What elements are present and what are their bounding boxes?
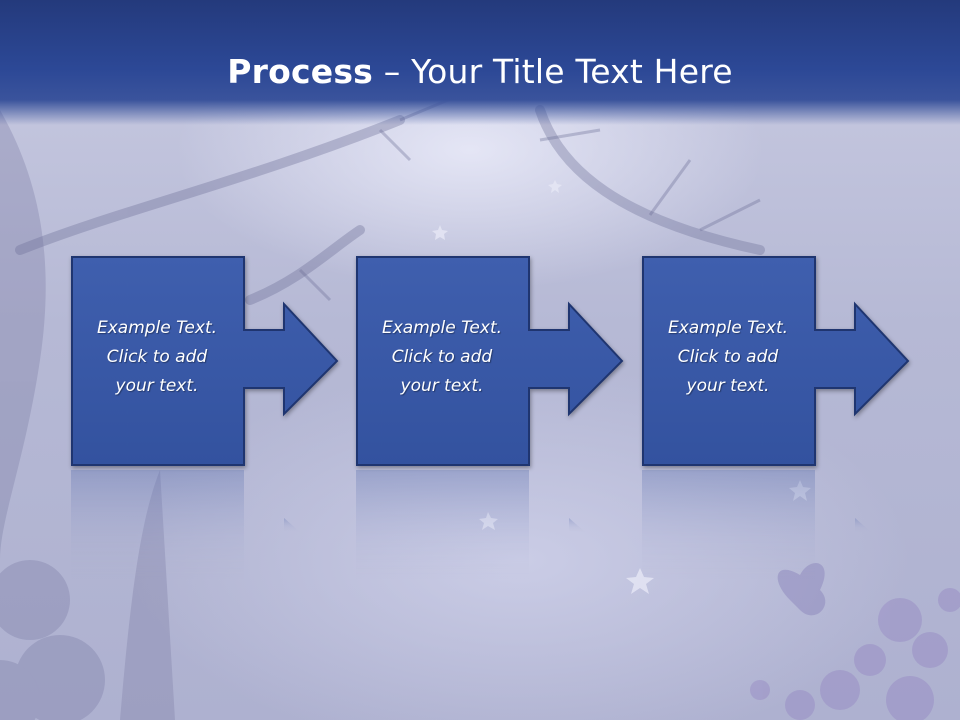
step-2-line-2: Click to add xyxy=(391,347,493,367)
step-arrow-shape xyxy=(71,256,339,466)
slide-title[interactable]: Process – Your Title Text Here xyxy=(0,52,960,91)
step-3-line-2: Click to add xyxy=(677,347,779,367)
step-2-text: Example Text. Click to add your text. xyxy=(356,314,528,401)
steps-reflection xyxy=(71,470,871,580)
title-bar xyxy=(0,0,960,125)
step-3-line-1: Example Text. xyxy=(667,318,789,338)
process-step-3[interactable]: Example Text. Click to add your text. xyxy=(642,256,960,471)
step-2-line-1: Example Text. xyxy=(381,318,503,338)
process-step-2[interactable]: Example Text. Click to add your text. xyxy=(356,256,701,471)
slide-title-text: – Your Title Text Here xyxy=(373,52,733,91)
step-2-line-3: your text. xyxy=(400,376,484,396)
step-arrow-shape xyxy=(642,256,910,466)
step-1-line-2: Click to add xyxy=(106,347,208,367)
step-3-text: Example Text. Click to add your text. xyxy=(642,314,814,401)
step-1-text: Example Text. Click to add your text. xyxy=(71,314,243,401)
step-1-line-3: your text. xyxy=(115,376,199,396)
step-arrow-shape xyxy=(356,256,624,466)
process-step-1[interactable]: Example Text. Click to add your text. xyxy=(71,256,416,471)
slide-title-bold: Process xyxy=(227,52,374,91)
step-3-line-3: your text. xyxy=(686,376,770,396)
step-1-line-1: Example Text. xyxy=(96,318,218,338)
